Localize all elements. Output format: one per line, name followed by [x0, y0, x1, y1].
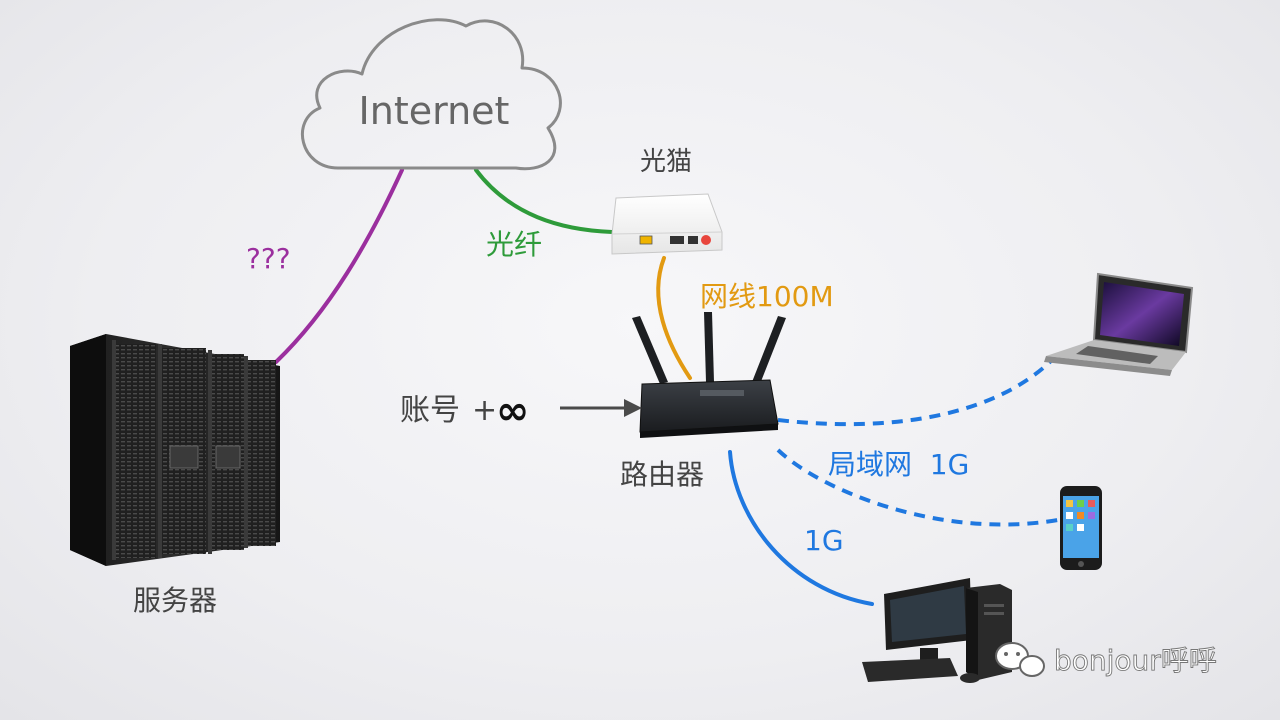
- lan-label: 局域网 1G: [828, 448, 969, 481]
- laptop-device: [1044, 272, 1194, 376]
- router-device: 路由器: [620, 312, 786, 491]
- desktop-pc-device: [862, 578, 1012, 683]
- internet-cloud: Internet: [301, 18, 562, 171]
- account-plus: +: [472, 393, 497, 428]
- server-label: 服务器: [133, 584, 217, 617]
- unknown-link-label: ???: [246, 242, 291, 275]
- wired-label: 1G: [804, 524, 844, 557]
- phone-icon: [1060, 486, 1102, 570]
- router-icon: [632, 312, 786, 438]
- modem-device: 光猫: [611, 147, 723, 255]
- fiber-label: 光纤: [486, 228, 542, 261]
- wired-pc-connection-line: [728, 450, 874, 606]
- ethernet-label: 网线100M: [700, 280, 834, 313]
- server-internet-connection-line: [274, 168, 404, 364]
- account-input: 账号 + ∞: [400, 388, 642, 434]
- server-rack-icon: [70, 334, 280, 566]
- infinity-symbol: ∞: [496, 388, 529, 434]
- account-arrow: [560, 399, 642, 417]
- watermark: bonjour呼呼: [995, 642, 1217, 677]
- laptop-icon: [1044, 272, 1194, 376]
- ethernet-connection-line: [656, 256, 692, 380]
- watermark-text: bonjour呼呼: [1054, 644, 1217, 677]
- phone-device: [1060, 486, 1102, 570]
- lan-laptop-connection-line: [777, 358, 1054, 427]
- modem-icon: [611, 193, 723, 255]
- chat-icon: [995, 642, 1045, 677]
- account-label: 账号: [400, 393, 460, 428]
- server-device: 服务器: [70, 334, 280, 617]
- desktop-pc-icon: [862, 578, 1012, 683]
- cloud-icon: [301, 18, 562, 171]
- router-label: 路由器: [620, 458, 704, 491]
- modem-label: 光猫: [640, 147, 692, 177]
- cloud-label: Internet: [359, 89, 510, 133]
- fiber-connection-line: [474, 168, 614, 234]
- lan-phone-connection-line: [776, 448, 1059, 527]
